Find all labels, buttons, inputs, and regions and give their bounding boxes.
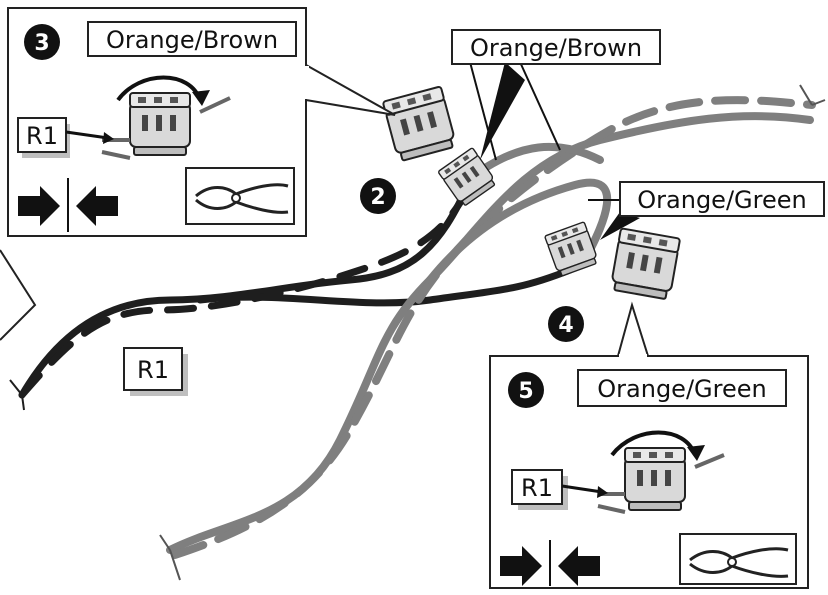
rotate-arrow-icon [610,430,697,457]
step-badge-2 [360,178,396,214]
wire-label-orange-green-callout: Orange/Green [637,186,806,214]
step-number-3: 3 [34,31,49,56]
connector-icon [624,447,686,511]
connector-step4-crimped [543,221,600,278]
push-together-arrows-icon [500,540,600,586]
cable-label-r1: R1 [26,122,58,150]
cable-gray [159,84,826,581]
connector-icon [129,92,191,156]
wire-label-orange-green: Orange/Green [597,375,766,403]
push-together-arrows-icon [18,178,118,232]
wire-label-orange-brown-callout: Orange/Brown [470,34,642,62]
connector-step2 [381,85,458,163]
cable-label-r1-inset: R1 [521,474,553,502]
inset-step5: 5 Orange/Green R1 [489,301,809,589]
pliers-icon [679,533,797,585]
step-badge-3 [24,24,60,60]
wire-label-orange-brown: Orange/Brown [106,26,278,54]
callout-orange-brown: Orange/Brown [451,29,661,161]
connector-step4 [609,227,682,301]
step-number-4: 4 [558,313,573,338]
left-edge-arrow-shape [0,249,37,341]
step-badge-5 [508,372,544,408]
rotate-arrow-icon [116,75,202,102]
connector-step2-crimped [437,146,498,208]
pliers-icon [185,167,295,225]
cable-r1-dark [9,171,574,411]
inset-step3: 3 Orange/Brown R1 [7,7,396,237]
cable-label-r1-main: R1 [137,356,169,384]
step-number-2: 2 [370,185,385,210]
callout-orange-green: Orange/Green [588,181,825,240]
step-number-5: 5 [518,379,533,404]
step-badge-4 [548,306,584,342]
